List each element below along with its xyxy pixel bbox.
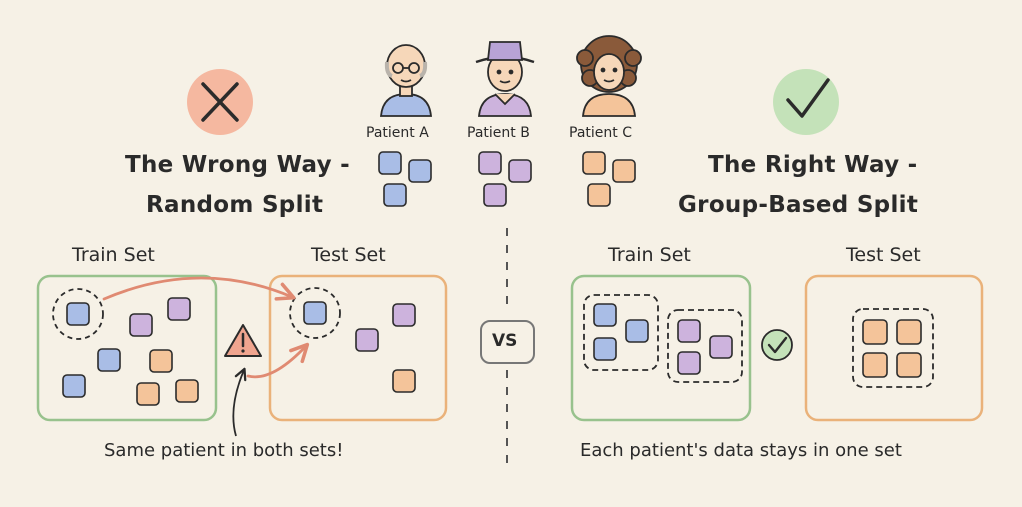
left-test-label: Test Set: [311, 244, 386, 266]
left-test-highlight: [289, 287, 341, 339]
right-train-group-b: [667, 309, 743, 383]
right-title-line1: The Right Way -: [708, 152, 918, 178]
patient-c-samples: [582, 151, 636, 207]
left-caption: Same patient in both sets!: [104, 440, 344, 461]
vs-label: VS: [492, 331, 518, 351]
small-check-icon: [761, 329, 793, 361]
right-title-line2: Group-Based Split: [678, 192, 919, 218]
left-train-highlight: [52, 288, 104, 340]
right-test-group-c: [852, 308, 934, 388]
patient-c-avatar: [576, 35, 642, 117]
leak-arrow-bottom: [246, 342, 310, 379]
right-train-samples: [593, 303, 733, 375]
leak-arrow-top: [102, 276, 296, 301]
left-train-label: Train Set: [72, 244, 155, 266]
check-icon: [773, 69, 839, 135]
left-test-box: [268, 274, 448, 422]
right-train-box: [570, 274, 752, 422]
right-test-samples: [862, 319, 922, 378]
left-train-samples: [62, 297, 199, 406]
left-title-line2: Random Split: [146, 192, 324, 218]
patient-a-avatar: [380, 44, 432, 117]
right-train-label: Train Set: [608, 244, 691, 266]
right-test-box: [804, 274, 984, 422]
warning-pointer: [232, 367, 247, 437]
vs-badge: [480, 320, 535, 364]
patient-b-samples: [478, 151, 532, 207]
right-test-label: Test Set: [846, 244, 921, 266]
patient-a-samples: [378, 151, 432, 207]
cross-icon: [187, 69, 253, 135]
right-caption: Each patient's data stays in one set: [580, 440, 902, 461]
left-title-line1: The Wrong Way -: [125, 152, 351, 178]
patient-c-label: Patient C: [569, 125, 632, 141]
patient-b-avatar: [475, 41, 535, 117]
left-train-box: [36, 274, 218, 422]
left-test-samples: [303, 301, 416, 393]
patient-a-label: Patient A: [366, 125, 429, 141]
patient-b-label: Patient B: [467, 125, 530, 141]
warning-icon: [224, 324, 262, 357]
